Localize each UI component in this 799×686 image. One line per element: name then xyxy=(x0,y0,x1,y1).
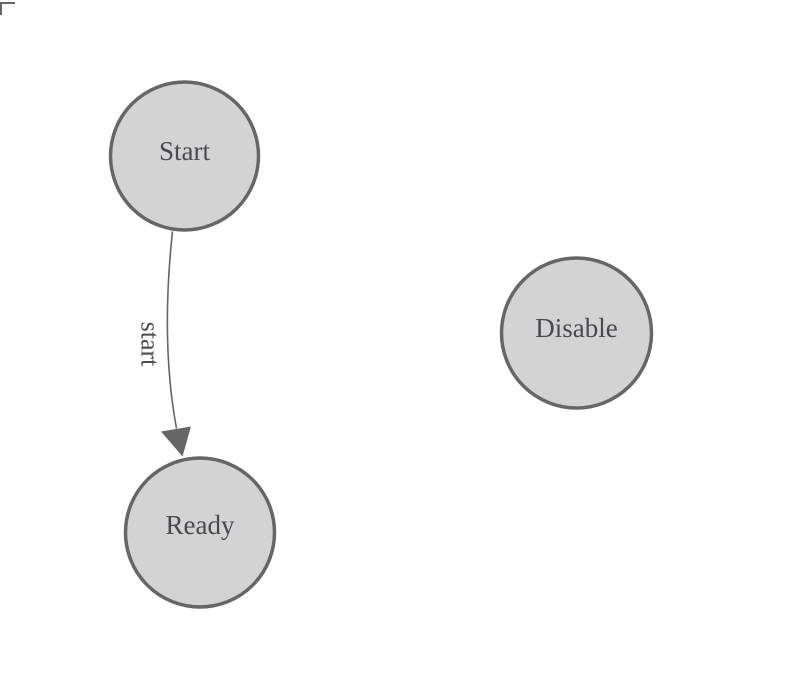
node-start-label: Start xyxy=(159,136,210,166)
canvas-origin-corner-marker xyxy=(0,2,15,15)
node-start[interactable]: Start xyxy=(108,80,261,232)
node-disable-label: Disable xyxy=(535,313,617,343)
arrowhead-icon xyxy=(161,426,191,457)
edge-path[interactable] xyxy=(166,231,178,429)
node-ready[interactable]: Ready xyxy=(123,456,277,609)
edge-label[interactable]: start xyxy=(136,322,165,368)
node-disable-circle[interactable] xyxy=(499,256,654,410)
node-disable[interactable]: Disable xyxy=(499,256,654,410)
node-ready-label: Ready xyxy=(166,510,235,540)
edge-start-to-ready[interactable]: start xyxy=(136,231,192,457)
node-ready-circle[interactable] xyxy=(123,456,277,609)
node-start-circle[interactable] xyxy=(108,80,261,232)
